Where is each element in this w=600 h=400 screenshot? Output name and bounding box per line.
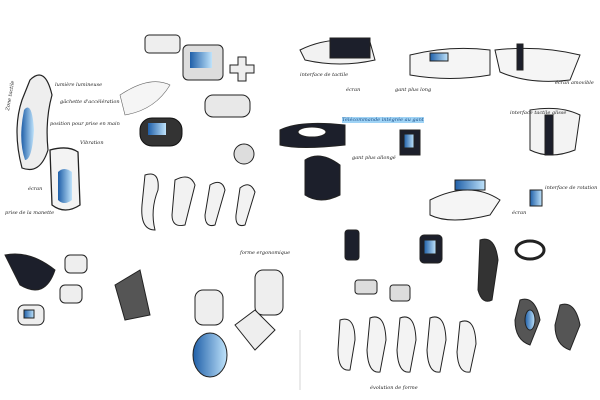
- label-ecran-amovible: écran amovible: [555, 80, 594, 86]
- whale-sketch: [119, 81, 171, 116]
- label-position: position pour prise en main: [50, 121, 120, 127]
- label-gachette: gâchette d'accélération: [60, 99, 120, 105]
- label-gant-long: gant plus long: [395, 87, 432, 93]
- remote-sketch-front: [49, 147, 81, 211]
- ergonomic-form-sketches: [141, 173, 256, 231]
- bottom-right-sketches: [337, 229, 581, 373]
- label-gant-allonge: gant plus allongé: [352, 155, 396, 161]
- label-ecran-3: écran: [512, 210, 527, 216]
- label-lumiere: lumière lumineuse: [55, 82, 103, 88]
- label-ecran-2: écran: [346, 87, 361, 93]
- label-vibration: Vibration: [80, 140, 104, 146]
- device-sketches: [139, 34, 255, 165]
- label-telecommande: Télécommande intégrée au gant: [342, 117, 424, 123]
- label-forme: forme ergonomique: [240, 250, 291, 256]
- remote-sketch-tall: [16, 74, 53, 171]
- label-interface-glisse: interface tactile glisse: [510, 110, 567, 116]
- bottom-left-sketches: [4, 253, 284, 378]
- glove-sketches: [279, 37, 581, 221]
- label-evolution: évolution de forme: [370, 385, 418, 391]
- label-prise: prise de la manette: [5, 210, 55, 216]
- label-interface-tactile: interface de tactile: [300, 72, 349, 78]
- label-ecran-1: écran: [28, 186, 43, 192]
- label-interface-rotation: interface de rotation: [545, 185, 598, 191]
